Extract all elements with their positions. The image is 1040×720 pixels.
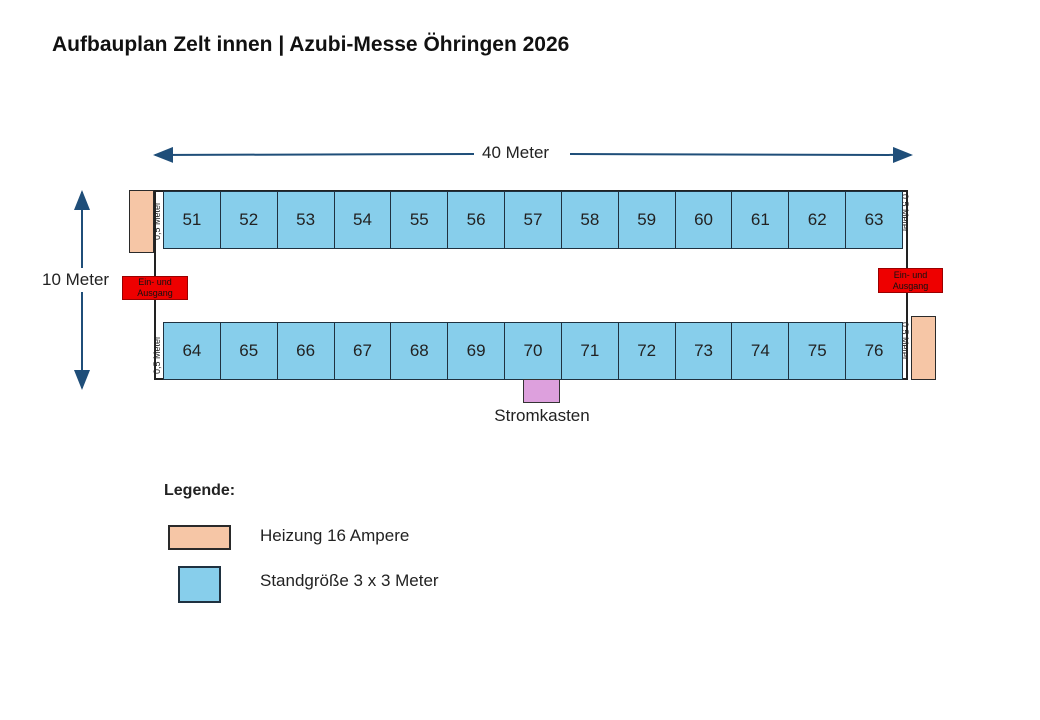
stand-70[interactable]: 70 [504, 322, 562, 380]
stand-number: 73 [694, 341, 713, 360]
stand-65[interactable]: 65 [219, 322, 278, 380]
stand-52[interactable]: 52 [219, 191, 278, 249]
stand-61[interactable]: 61 [731, 191, 790, 249]
legend-stand-label: Standgröße 3 x 3 Meter [260, 571, 439, 590]
legend-heater-label: Heizung 16 Ampere [260, 526, 410, 545]
stand-number: 69 [466, 341, 486, 360]
heater-right [911, 316, 936, 380]
stand-54[interactable]: 54 [333, 191, 392, 249]
heater-left [129, 190, 154, 253]
stand-number: 66 [296, 341, 316, 360]
stand-73[interactable]: 73 [674, 322, 733, 380]
stand-58[interactable]: 58 [560, 191, 619, 249]
stand-66[interactable]: 66 [276, 322, 335, 380]
stand-76[interactable]: 76 [845, 322, 903, 380]
stand-number: 71 [580, 341, 600, 360]
stand-60[interactable]: 60 [674, 191, 733, 249]
page-title: Aufbauplan Zelt innen | Azubi-Messe Öhri… [52, 33, 570, 56]
stand-number: 62 [807, 210, 827, 229]
stand-number: 63 [864, 210, 884, 229]
power-box-label: Stromkasten [494, 406, 590, 425]
exit-left[interactable]: Ein- und Ausgang [122, 276, 188, 300]
stand-57[interactable]: 57 [504, 191, 562, 249]
stand-56[interactable]: 56 [447, 191, 506, 249]
stand-number: 52 [239, 210, 259, 229]
stand-number: 64 [182, 341, 202, 360]
length-arrow-left [153, 146, 475, 163]
stand-74[interactable]: 74 [731, 322, 790, 380]
stand-59[interactable]: 59 [617, 191, 676, 249]
stand-55[interactable]: 55 [390, 191, 449, 249]
stand-number: 59 [637, 210, 657, 229]
legend-stand-swatch [178, 566, 221, 603]
gap-label-bottom-left: 0,5 Meter [152, 335, 162, 374]
stand-number: 76 [864, 341, 884, 360]
power-box [523, 379, 560, 403]
stand-69[interactable]: 69 [447, 322, 506, 380]
stand-75[interactable]: 75 [788, 322, 847, 380]
stand-number: 72 [637, 341, 657, 360]
stand-number: 51 [182, 210, 202, 229]
stand-68[interactable]: 68 [390, 322, 449, 380]
legend-title: Legende: [164, 482, 236, 499]
legend-heater-swatch [168, 525, 231, 550]
stand-number: 57 [523, 210, 543, 229]
stand-71[interactable]: 71 [560, 322, 619, 380]
stand-number: 74 [750, 341, 770, 360]
stand-number: 56 [466, 210, 486, 229]
stand-number: 65 [239, 341, 259, 360]
width-label: 10 Meter [40, 270, 112, 290]
length-label: 40 Meter [474, 143, 558, 163]
stand-number: 54 [352, 210, 372, 229]
length-arrow-right [569, 146, 913, 163]
stand-number: 53 [296, 210, 316, 229]
stand-53[interactable]: 53 [276, 191, 335, 249]
stand-number: 67 [352, 341, 372, 360]
gap-label-top-left: 0,5 Meter [152, 201, 162, 240]
stand-72[interactable]: 72 [617, 322, 676, 380]
stand-number: 58 [580, 210, 600, 229]
stand-number: 61 [750, 210, 770, 229]
stand-67[interactable]: 67 [333, 322, 392, 380]
stand-63[interactable]: 63 [845, 191, 903, 249]
stand-number: 68 [409, 341, 429, 360]
stand-number: 75 [807, 341, 827, 360]
stand-62[interactable]: 62 [788, 191, 847, 249]
stand-number: 70 [523, 341, 543, 360]
exit-right[interactable]: Ein- und Ausgang [878, 268, 943, 293]
stand-number: 55 [409, 210, 429, 229]
stand-51[interactable]: 51 [163, 191, 221, 249]
stand-number: 60 [694, 210, 713, 229]
stand-64[interactable]: 64 [163, 322, 221, 380]
